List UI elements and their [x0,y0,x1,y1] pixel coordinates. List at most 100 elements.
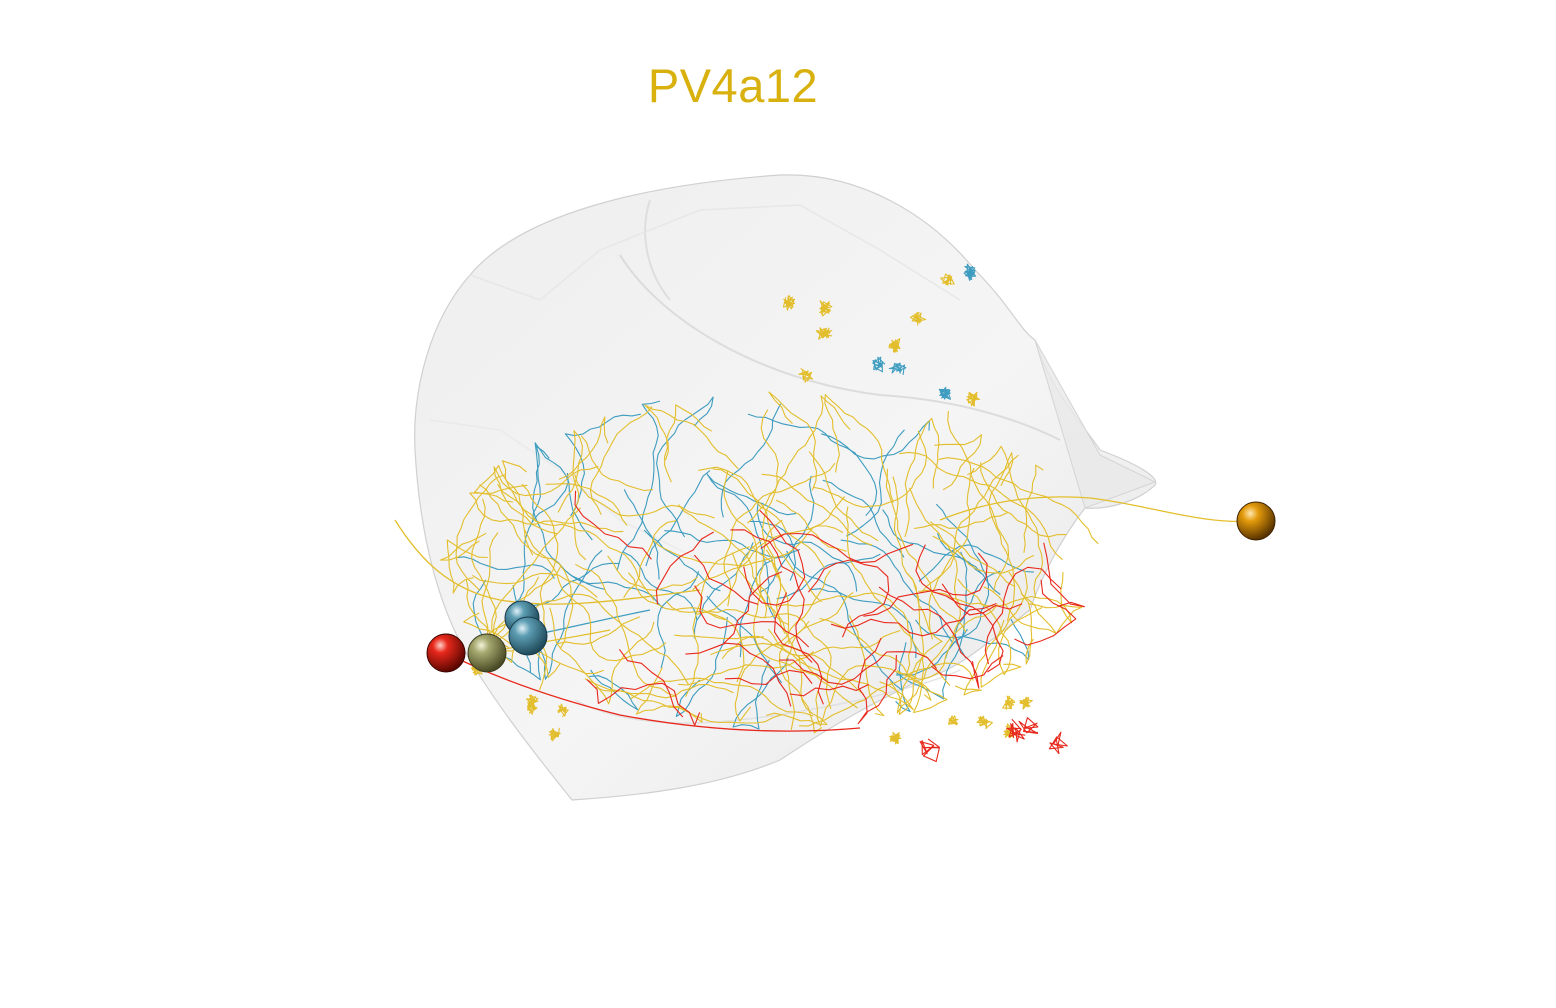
blue-neurite [645,470,711,567]
blue-neurite [786,550,903,691]
red-neurite [807,559,890,638]
red-neurite [685,642,792,707]
yellow-neurite [523,593,690,686]
red-neurite [931,655,1004,680]
red-neurite-arbor [445,490,1085,763]
yellow-neurite [446,539,488,594]
yellow-neurite [896,603,999,714]
olive-soma [467,633,507,673]
yellow-neurite [652,496,846,567]
blue-neurite [938,386,952,400]
red-primary-neurite [445,652,861,732]
neuropil-outline [414,174,1157,801]
yellow-neurite [524,530,667,662]
yellow-neurite [472,572,598,598]
yellow-neurite [815,327,833,340]
yellow-neurite [491,507,581,649]
yellow-primary-neurite [394,519,701,605]
blue-neurite [954,570,1001,659]
yellow-neurite [909,487,1035,574]
yellow-neurite [708,608,832,710]
yellow-neurite [557,616,641,645]
yellow-neurite [848,615,885,717]
red-neurite [724,669,813,685]
red-neurite [857,637,897,725]
blue-neurite [896,551,968,700]
blue-neurite [936,533,1001,595]
yellow-neurite [1028,603,1083,633]
yellow-neurite [760,409,779,578]
blue-neurite [963,263,977,281]
blue-neurite [720,403,782,518]
red-soma [426,633,466,673]
yellow-neurite [1023,464,1044,553]
blue-neurite [759,475,815,593]
yellow-neurite [575,563,677,698]
red-neurite [915,544,1004,673]
red-neurite [919,738,940,763]
blue-neurite [643,529,721,592]
yellow-neurite [557,703,569,718]
yellow-neurite [765,549,790,645]
neuropil-tip [1034,339,1157,509]
yellow-neurite [526,701,538,715]
yellow-neurite [889,640,943,716]
blue-soma-2 [508,616,548,656]
yellow-neurite [768,391,818,491]
red-neurite [693,554,759,605]
yellow-neurite [980,462,1067,538]
yellow-neurite [635,667,703,723]
red-neurite [730,529,813,663]
yellow-neurite [967,445,1044,598]
red-neurite [1006,718,1026,743]
orange-soma [1236,501,1276,541]
blue-neurite [623,489,660,580]
yellow-neurite [692,525,844,591]
blue-neurite [513,472,569,606]
yellow-neurite [892,476,943,643]
red-neurite [779,651,938,685]
blue-neurite [531,549,603,680]
yellow-neurite [815,664,917,727]
blue-neurite [657,571,700,669]
yellow-neurite [723,469,768,619]
yellow-neurite [947,410,1010,593]
yellow-neurite [819,300,833,317]
red-neurite [1014,579,1077,646]
yellow-neurite [1002,695,1016,710]
red-neurite [1018,717,1039,734]
yellow-neurite [885,468,967,633]
yellow-neurite [782,294,796,311]
yellow-neurite [947,715,959,726]
yellow-neurite [920,467,975,593]
neuropil-mesh [414,174,1157,801]
yellow-neurite [888,338,901,353]
blue-neurite [564,413,641,517]
red-neurite [984,566,1062,665]
neuropil-inner-fold [619,254,1061,441]
blue-neurite [589,669,639,711]
red-neurite [760,532,914,564]
blue-neurite [888,362,907,375]
yellow-neurite [813,430,928,508]
yellow-neurite [747,395,851,524]
yellow-neurite [521,483,559,691]
yellow-neurite [940,273,955,286]
yellow-neurite [439,532,487,561]
yellow-neurite [665,600,745,683]
yellow-neurite [889,731,902,745]
yellow-neurite [623,520,677,599]
yellow-neurite [778,591,854,734]
blue-neurite [756,502,858,592]
yellow-neurite [677,504,790,626]
red-neurite [830,602,997,637]
yellow-neurite [469,492,624,533]
yellow-neurite [976,715,993,730]
yellow-neurite [595,684,734,699]
yellow-neurite [607,555,698,591]
yellow-neurite [674,634,764,640]
blue-neurite [706,473,776,620]
yellow-neurite [630,677,814,717]
yellow-neurite [798,367,814,383]
